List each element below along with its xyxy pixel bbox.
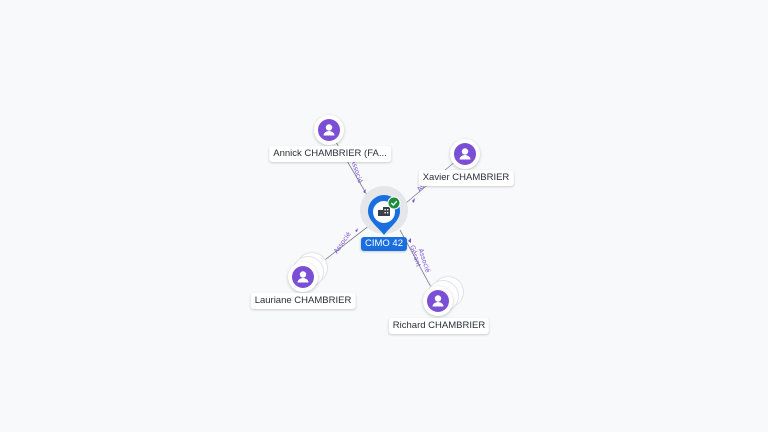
person-label-richard[interactable]: Richard CHAMBRIER	[388, 318, 490, 334]
person-icon	[459, 148, 471, 160]
edge-label-richard: Gérant Associé	[408, 244, 432, 273]
person-icon	[432, 295, 444, 307]
company-label[interactable]: CIMO 42	[360, 237, 408, 251]
company-node[interactable]	[360, 186, 408, 235]
person-label-lauriane[interactable]: Lauriane CHAMBRIER	[250, 293, 356, 309]
arrow-lauriane	[355, 228, 358, 232]
person-label-xavier[interactable]: Xavier CHAMBRIER	[418, 170, 514, 186]
person-node-xavier[interactable]	[450, 139, 480, 169]
arrow-annick	[363, 189, 366, 193]
edge-annick	[329, 131, 371, 201]
person-node-lauriane[interactable]	[288, 262, 318, 292]
company-building-icon	[378, 207, 390, 216]
person-icon	[323, 124, 335, 136]
check-badge-icon	[387, 196, 401, 210]
edge-label-annick: Associé	[349, 158, 364, 184]
edge-label-lauriane: Associé	[332, 230, 353, 255]
person-node-annick[interactable]	[314, 115, 344, 145]
arrow-richard	[408, 238, 411, 243]
person-node-richard[interactable]	[423, 286, 453, 316]
arrow-xavier	[412, 198, 415, 203]
person-icon	[297, 271, 309, 283]
person-label-annick[interactable]: Annick CHAMBRIER (FA...	[269, 146, 391, 162]
